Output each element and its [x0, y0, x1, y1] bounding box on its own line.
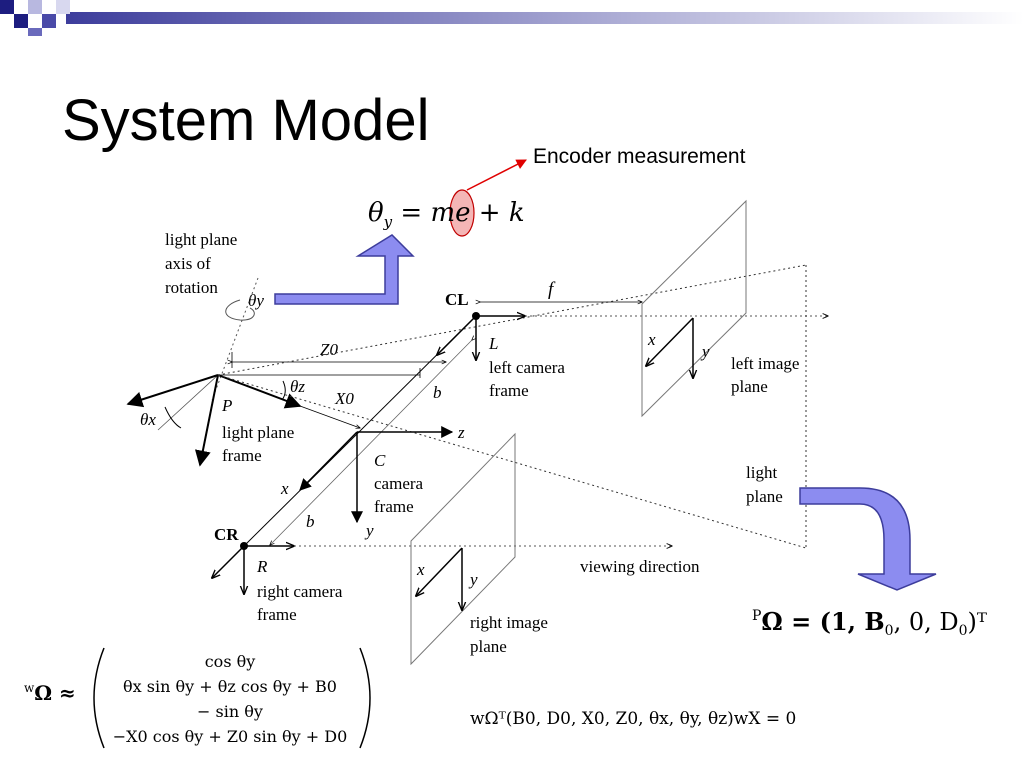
left-image-plane [641, 199, 747, 418]
deco-square [28, 0, 42, 14]
theta-equation: θy = me + k [368, 198, 525, 231]
light-plane-line2: plane [746, 487, 783, 506]
left-image-x-axis [646, 317, 694, 366]
right-camera-line2: frame [257, 605, 297, 624]
constraint-equation: wΩᵀ(B0, D0, X0, Z0, θx, θy, θz)wX = 0 [470, 709, 796, 729]
light-plane-line1: light [746, 463, 777, 482]
p-label: P [221, 396, 232, 415]
camera-x-axis [299, 431, 358, 491]
right-image-line1: right image [470, 613, 548, 632]
left-image-y-label: y [700, 342, 710, 361]
light-plane-axis-line2: axis of [165, 254, 211, 273]
right-image-line2: plane [470, 637, 507, 656]
light-plane-bottom-dotted [217, 374, 807, 549]
deco-square [42, 14, 56, 28]
blue-arrow-down [799, 487, 937, 591]
x0-dimension [300, 406, 360, 428]
light-plane-axis-line3: rotation [165, 278, 218, 297]
b-dimension [270, 340, 472, 545]
theta-x-label: θx [140, 410, 156, 429]
y-axis-label: y [364, 521, 374, 540]
matrix-row-4: −X0 cos θy + Z0 sin θy + D0 [113, 727, 348, 746]
header-gradient-bar [66, 12, 1024, 24]
slide-title: System Model [62, 88, 430, 153]
camera-frame-line1: camera [374, 474, 424, 493]
light-plane-axis-line1: light plane [165, 230, 237, 249]
blue-arrow-up [274, 234, 415, 305]
light-plane-edge [157, 374, 219, 431]
light-plane-frame-line2: frame [222, 446, 262, 465]
callout-arrow [466, 159, 527, 191]
l-label: L [488, 334, 498, 353]
encoder-highlight [449, 189, 475, 237]
matrix-row-3: − sin θy [197, 702, 263, 721]
w-omega-lhs: wΩ ≈ [24, 681, 76, 705]
header-decoration [0, 0, 1024, 36]
theta-x-arc [164, 406, 182, 429]
right-camera-x-axis [212, 545, 245, 578]
f-label: f [548, 279, 556, 300]
c-label: C [374, 451, 386, 470]
light-plane-y-axis [194, 374, 219, 467]
theta-y-label: θy [248, 291, 264, 310]
left-camera-line1: left camera [489, 358, 565, 377]
b-top-label: b [433, 383, 442, 402]
left-camera-x-axis [437, 315, 477, 355]
matrix-row-2: θx sin θy + θz cos θy + B0 [123, 677, 337, 696]
matrix-row-1: cos θy [205, 652, 256, 671]
left-image-line2: plane [731, 377, 768, 396]
z-label: z [457, 423, 465, 442]
light-plane-x-axis [126, 374, 219, 408]
x0-label: X0 [334, 389, 354, 408]
deco-square [28, 28, 42, 36]
right-image-x-axis [416, 547, 463, 596]
b-bottom-label: b [306, 512, 315, 531]
z0-label: Z0 [320, 340, 338, 359]
p-omega-equation: PΩ = (1, B0, 0, D0)ᵀ [752, 607, 987, 639]
left-image-line1: left image [731, 354, 799, 373]
left-image-x-label: x [647, 330, 656, 349]
rotation-curl [225, 299, 255, 321]
viewing-direction-label: viewing direction [580, 557, 700, 576]
callout-label: Encoder measurement [533, 145, 746, 168]
x-axis-label: x [280, 479, 289, 498]
matrix-right-paren [359, 647, 371, 749]
camera-frame-line2: frame [374, 497, 414, 516]
light-plane-frame-line1: light plane [222, 423, 294, 442]
theta-z-arc [281, 380, 286, 401]
matrix-left-paren [93, 647, 105, 749]
deco-square [0, 0, 14, 14]
r-label: R [256, 557, 268, 576]
theta-z-label: θz [290, 377, 305, 396]
right-image-x-label: x [416, 560, 425, 579]
cl-label: CL [445, 290, 469, 309]
right-camera-line1: right camera [257, 582, 343, 601]
deco-square [56, 0, 70, 14]
rotation-axis [211, 277, 259, 401]
deco-square [14, 14, 28, 28]
right-image-plane [410, 432, 516, 666]
left-camera-line2: frame [489, 381, 529, 400]
right-image-y-label: y [468, 570, 478, 589]
cr-label: CR [214, 525, 239, 544]
